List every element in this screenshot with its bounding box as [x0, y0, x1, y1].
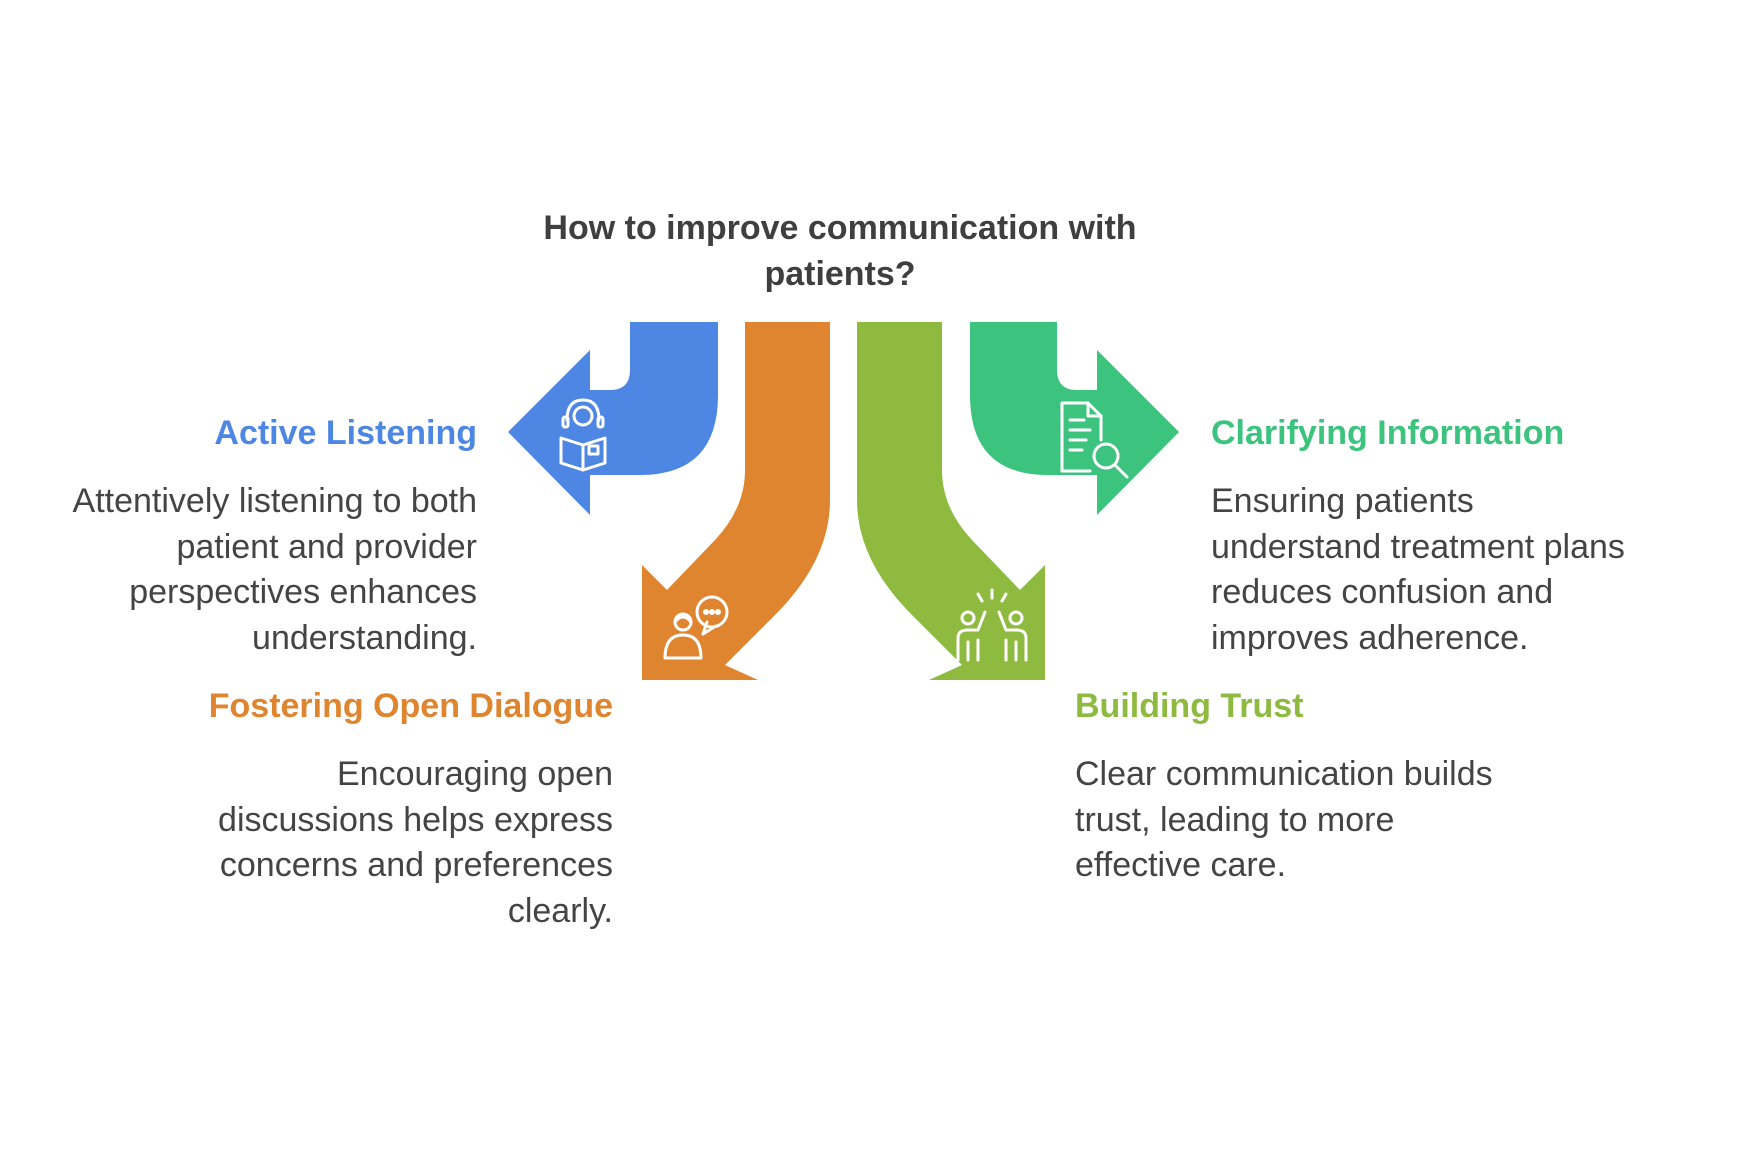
high-five-icon — [956, 588, 1028, 662]
person-speech-bubble-icon — [663, 595, 729, 660]
clarifying-information-description: Ensuring patients understand treatment p… — [1211, 482, 1625, 657]
fostering-dialogue-arrow — [642, 322, 830, 680]
active-listening-arrow — [508, 322, 718, 515]
building-trust-description: Clear communication builds trust, leadin… — [1075, 755, 1493, 884]
building-trust-arrow — [857, 322, 1045, 680]
headset-book-icon — [559, 398, 607, 472]
diagram-title: How to improve communication with patien… — [543, 209, 1137, 293]
clarifying-information-heading: Clarifying Information — [1211, 414, 1565, 452]
fostering-dialogue-description: Encouraging open discussions helps expre… — [218, 755, 613, 930]
active-listening-heading: Active Listening — [214, 414, 477, 452]
building-trust-heading: Building Trust — [1075, 687, 1304, 725]
document-search-icon — [1060, 401, 1129, 479]
fostering-dialogue-heading: Fostering Open Dialogue — [208, 687, 613, 725]
active-listening-description: Attentively listening to both patient an… — [72, 482, 477, 657]
